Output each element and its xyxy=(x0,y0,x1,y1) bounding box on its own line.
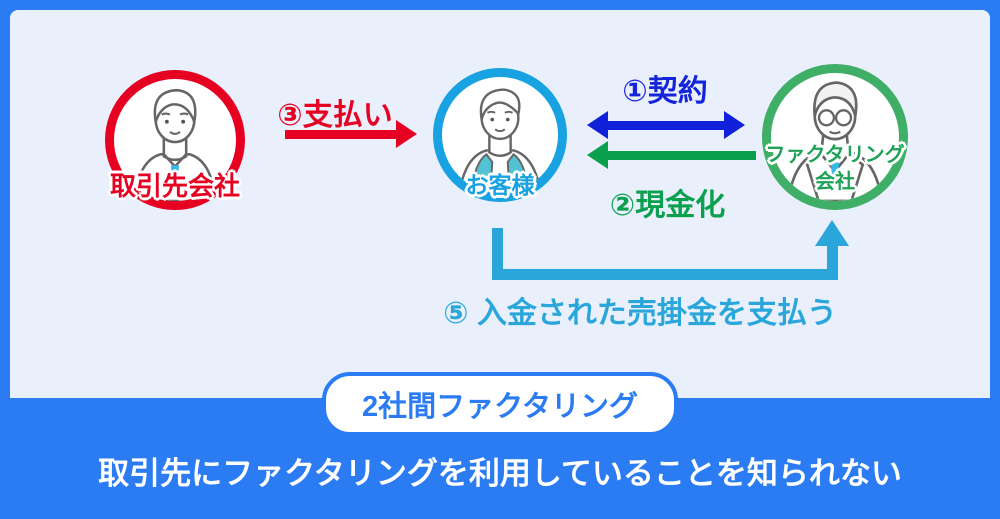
factoring-label: ファクタリング 会社 xyxy=(747,142,923,196)
repay-arrow-label: ⑤ 入金された売掛金を支払う xyxy=(443,297,837,330)
customer-avatar-circle xyxy=(433,68,567,202)
footer-caption: 取引先にファクタリングを利用していることを知られない xyxy=(98,456,902,491)
cash-arrow-label: ②現金化 xyxy=(609,189,726,222)
contract-arrow-label: ①契約 xyxy=(622,75,708,108)
client-avatar-circle xyxy=(105,70,245,210)
client-label: 取引先会社 xyxy=(109,171,240,201)
factoring-label-line2: 会社 xyxy=(815,171,855,193)
factoring-avatar-circle xyxy=(762,64,908,210)
customer-icon xyxy=(458,88,542,193)
businessman-icon xyxy=(133,88,217,201)
customer-label: お客様 xyxy=(465,172,535,198)
factoring-agent-icon xyxy=(786,81,884,201)
factoring-label-line1: ファクタリング xyxy=(765,144,905,166)
payment-arrow-label: ③支払い xyxy=(277,99,393,132)
scheme-title-badge: 2社間ファクタリング xyxy=(322,372,678,436)
